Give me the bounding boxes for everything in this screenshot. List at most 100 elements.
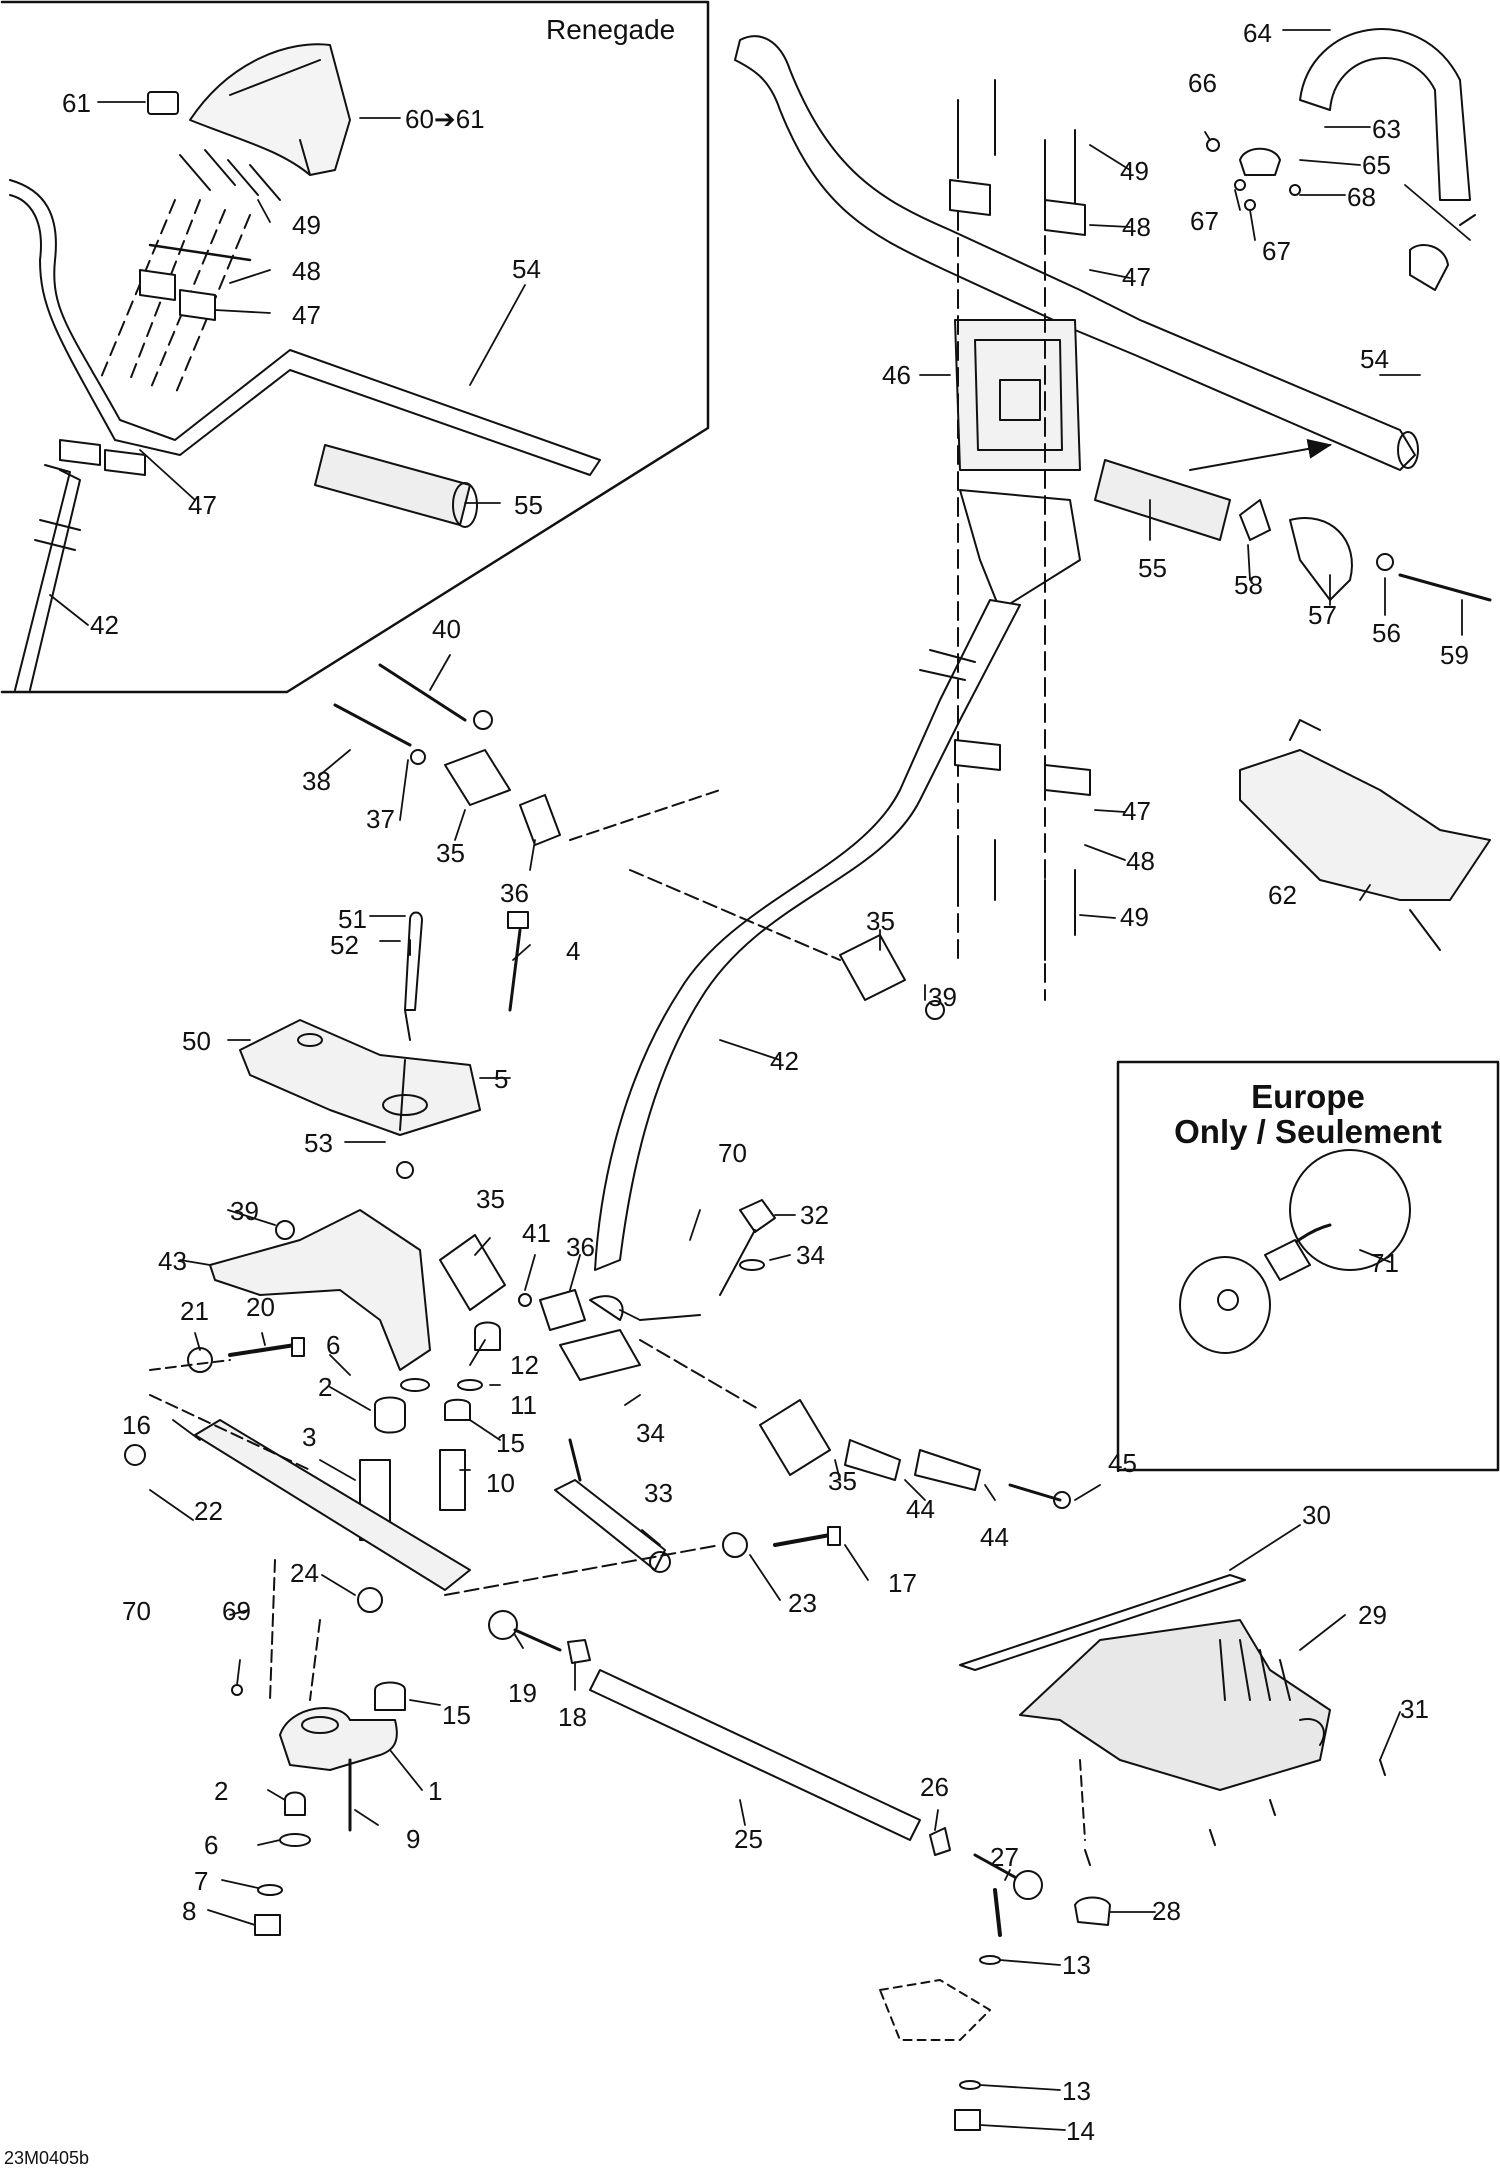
callout-44: 44 xyxy=(906,1494,935,1524)
callout-35: 35 xyxy=(436,838,465,868)
callout-64: 64 xyxy=(1243,18,1272,48)
callout-33: 33 xyxy=(644,1478,673,1508)
callout-6: 6 xyxy=(326,1330,341,1360)
callout-54: 54 xyxy=(1360,344,1389,374)
rubber-boot xyxy=(959,1574,1386,1866)
spacer-stack xyxy=(359,1321,501,1541)
right-grip-assembly xyxy=(1094,439,1492,602)
callout-36: 36 xyxy=(500,878,529,908)
callout-9: 9 xyxy=(406,1824,421,1854)
callout-15: 15 xyxy=(496,1428,525,1458)
callout-50: 50 xyxy=(182,1026,211,1056)
callout-48: 48 xyxy=(1122,212,1151,242)
callout-66: 66 xyxy=(1188,68,1217,98)
callout-65: 65 xyxy=(1362,150,1391,180)
callout-41: 41 xyxy=(522,1218,551,1248)
callout-71: 71 xyxy=(1370,1248,1399,1278)
callout-13: 13 xyxy=(1062,1950,1091,1980)
callout-67: 67 xyxy=(1262,236,1291,266)
inset-grip xyxy=(314,444,478,528)
callout-47: 47 xyxy=(292,300,321,330)
callout-47: 47 xyxy=(1122,796,1151,826)
inset-clamps xyxy=(59,243,252,476)
callout-30: 30 xyxy=(1302,1500,1331,1530)
riser-bolts xyxy=(949,79,1091,1001)
drawing-code: 23M0405b xyxy=(4,2148,90,2168)
callout-61: 61 xyxy=(62,88,91,118)
callout-46: 46 xyxy=(882,360,911,390)
callout-28: 28 xyxy=(1152,1896,1181,1926)
bulb-horn xyxy=(1179,1149,1411,1354)
callout-16: 16 xyxy=(122,1410,151,1440)
upper-link-bolts xyxy=(333,663,721,846)
callout-35: 35 xyxy=(828,1466,857,1496)
hand-guard-part xyxy=(1239,719,1491,951)
callout-53: 53 xyxy=(304,1128,333,1158)
tie-rod-end-middle xyxy=(439,1234,641,1381)
riser-bracket xyxy=(954,319,1081,471)
callout-26: 26 xyxy=(920,1772,949,1802)
callout-2: 2 xyxy=(318,1372,333,1402)
callout-24: 24 xyxy=(290,1558,319,1588)
callout-11: 11 xyxy=(510,1390,537,1420)
europe-title-line1: Europe xyxy=(1251,1078,1365,1115)
callout-42: 42 xyxy=(90,610,119,640)
callout-25: 25 xyxy=(734,1824,763,1854)
callout-21: 21 xyxy=(180,1296,209,1326)
callout-54: 54 xyxy=(512,254,541,284)
callout-69: 69 xyxy=(222,1596,251,1626)
callout-37: 37 xyxy=(366,804,395,834)
callout-43: 43 xyxy=(158,1246,187,1276)
callout-7: 7 xyxy=(194,1866,209,1896)
callout-12: 12 xyxy=(510,1350,539,1380)
mounting-plate xyxy=(239,911,529,1179)
bolt-20-21 xyxy=(149,1337,305,1373)
callout-20: 20 xyxy=(246,1292,275,1322)
inset-handlebar xyxy=(9,179,601,476)
callout-18: 18 xyxy=(558,1702,587,1732)
callout-44: 44 xyxy=(980,1522,1009,1552)
europe-box-title: Europe Only / Seulement xyxy=(1118,1078,1498,1150)
callout-39: 39 xyxy=(928,982,957,1012)
callout-8: 8 xyxy=(182,1896,197,1926)
callout-47: 47 xyxy=(1122,262,1151,292)
bolt-17-23 xyxy=(444,1526,841,1596)
callout-38: 38 xyxy=(302,766,331,796)
callout-34: 34 xyxy=(796,1240,825,1270)
callout-17: 17 xyxy=(888,1568,917,1598)
callout-68: 68 xyxy=(1347,182,1376,212)
callout-51: 51 xyxy=(338,904,367,934)
callout-32: 32 xyxy=(800,1200,829,1230)
callout-60: 60➔61 xyxy=(405,104,485,134)
callout-5: 5 xyxy=(494,1064,509,1094)
lower-bracket xyxy=(209,1209,431,1371)
callout-49: 49 xyxy=(292,210,321,240)
callout-58: 58 xyxy=(1234,570,1263,600)
clip-part xyxy=(147,91,179,115)
renegade-inset-frame xyxy=(0,0,710,694)
handlebar-cover-part xyxy=(189,43,351,176)
main-steering-column xyxy=(594,599,1021,1271)
callout-48: 48 xyxy=(1126,846,1155,876)
callout-4: 4 xyxy=(566,936,581,966)
nut-washer-32-34 xyxy=(639,1199,776,1321)
inset-column xyxy=(14,464,81,691)
callout-19: 19 xyxy=(508,1678,537,1708)
support-plate xyxy=(124,1394,471,1613)
callout-62: 62 xyxy=(1268,880,1297,910)
callout-63: 63 xyxy=(1372,114,1401,144)
callout-31: 31 xyxy=(1400,1694,1429,1724)
callout-39: 39 xyxy=(230,1196,259,1226)
callout-2: 2 xyxy=(214,1776,229,1806)
callout-1: 1 xyxy=(428,1776,443,1806)
callout-49: 49 xyxy=(1120,902,1149,932)
callout-15: 15 xyxy=(442,1700,471,1730)
callout-67: 67 xyxy=(1190,206,1219,236)
callout-70: 70 xyxy=(122,1596,151,1626)
callout-35: 35 xyxy=(476,1184,505,1214)
callout-70: 70 xyxy=(718,1138,747,1168)
callout-55: 55 xyxy=(514,490,543,520)
europe-title-line2: Only / Seulement xyxy=(1174,1112,1442,1150)
callout-56: 56 xyxy=(1372,618,1401,648)
